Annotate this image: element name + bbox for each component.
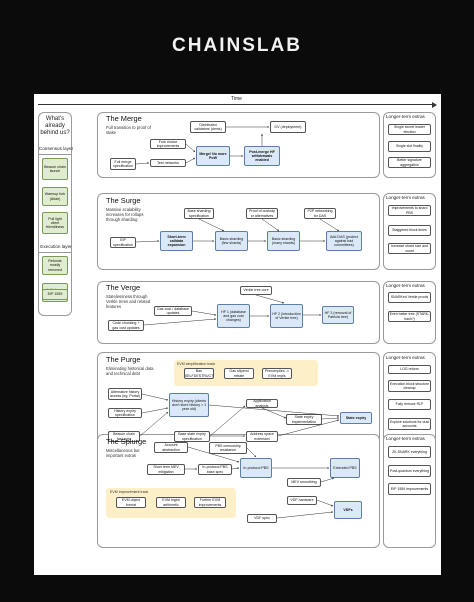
splurge-extra-zk: ZK-SNARK everything (388, 446, 431, 458)
verge-verkle-core: Verkle tree core (240, 286, 272, 295)
verge-subtitle: Statelessness through Verkle trees and r… (106, 294, 151, 310)
splurge-vdfs: VDFs (334, 501, 362, 519)
splurge-vdf-hardware: VDF hardware (287, 496, 317, 505)
surge-extra-staggered: Staggered block times (388, 225, 431, 236)
history-eip1559-box: EIP 1559 (42, 289, 68, 300)
merge-panel (97, 112, 380, 178)
purge-evm-track-title: EVM simplification track (177, 362, 216, 366)
splurge-mev-smoothing: MEV smoothing (287, 478, 321, 487)
splurge-in-protocol-pbs: In-protocol PBS (240, 458, 272, 478)
splurge-title: The Splurge (106, 437, 147, 446)
merge-full-spec: Full merge specification (110, 158, 136, 170)
verge-extra-stark: Even better tree (STARK-hash?) (388, 311, 431, 322)
merge-title: The Merge (106, 114, 142, 123)
time-arrow (38, 104, 434, 105)
history-altair: Warmup fork (Altair) (42, 187, 68, 206)
purge-ban-selfdestruct: Ban SELFDESTRUCT (184, 368, 214, 379)
verge-hf1: HF 1 (database and gas cost changes) (217, 304, 250, 328)
splurge-subtitle: Miscellaneous but important extras (106, 448, 140, 459)
divider (38, 252, 72, 253)
splurge-further-evm: Further EVM improvements (194, 497, 226, 508)
surge-extra-pbs: Improvements to shard PBS (388, 205, 431, 216)
purge-extras-title: Longer-term extras (386, 355, 425, 360)
roadmap-diagram: Time What's already behind us? Consensus… (34, 94, 441, 575)
dependency-arrows (135, 126, 340, 519)
time-arrow-head (432, 101, 437, 108)
purge-title: The Purge (106, 355, 141, 364)
purge-alt-history: Alternative history access (eg. Portal) (108, 388, 142, 400)
execution-layer-title: Execution layer (40, 244, 72, 249)
merge-extra-ssf: Single slot finality (388, 141, 431, 152)
verge-extra-snark: SNARKed Verkle proofs (388, 292, 431, 303)
surge-basic-many: Basic sharding (many shards) (267, 231, 300, 251)
purge-state-impl: State expiry implementation (286, 414, 322, 425)
verge-hf2: HF 2 (introduction of Verkle tree) (270, 304, 303, 328)
splurge-evm-bigint: EVM bigint arithmetic (156, 497, 186, 508)
surge-proof-custody: Proof of custody or alternatives (246, 208, 278, 219)
verge-extras-title: Longer-term extras (386, 283, 425, 288)
merge-post-merge-hf: Post-merge HF withdrawals enabled (244, 146, 280, 166)
history-beacon-chain: Beacon chain launch (42, 158, 68, 180)
history-title: What's already behind us? (40, 116, 70, 136)
history-refunds: Refunds mostly removed (42, 256, 68, 275)
surge-add-das: Add DAS (protect against bad committees) (326, 231, 362, 251)
splurge-evm-track-title: EVM improvement track (110, 490, 149, 494)
surge-eip-spec: EIP specification (110, 237, 136, 248)
splurge-vdf-spec: VDF spec (247, 514, 277, 523)
splurge-pbs-censorship: PBS censorship resistance (209, 442, 247, 454)
splurge-extended-pbs: Extended PBS (330, 458, 360, 478)
history-light-client: Pull light client friendliness (42, 212, 68, 234)
surge-basic-few: Basic sharding (few shards) (215, 231, 248, 251)
splurge-pbs-base: In-protocol PBS base spec (198, 464, 232, 475)
purge-beacon-sync: Beacon chain fast sync (108, 431, 140, 442)
purge-gas-stipend: Gas stipend rebate (224, 368, 254, 379)
merge-test-networks: Test networks (150, 159, 186, 167)
consensus-layer-title: Consensus layer (38, 146, 74, 151)
purge-extra-rlp: Fully remove RLP (388, 399, 431, 410)
splurge-short-mev: Short term MEV mitigation (147, 464, 185, 475)
time-label: Time (231, 96, 242, 102)
brand-logo: CHAINSLAB (172, 35, 302, 56)
purge-subtitle: Eliminating historical data and technica… (106, 366, 154, 377)
verge-code-chunking: Code chunking + gas cost updates (108, 320, 144, 331)
surge-subtitle: Massive scalability increases for rollup… (106, 207, 144, 223)
splurge-extra-eip1559: EIP 1559 improvements (388, 483, 431, 495)
splurge-extras-title: Longer-term extras (386, 436, 425, 441)
purge-app-analysis: Application analysis (246, 399, 278, 408)
surge-extra-shard-size: Increase shard size and count (388, 243, 431, 254)
merge-extra-ssle: Single secret leader election (388, 124, 431, 135)
surge-title: The Surge (106, 196, 141, 205)
verge-title: The Verge (106, 283, 141, 292)
purge-precompiles: Precompiles -> EVM impls (262, 368, 292, 379)
purge-state-expiry: State expiry (340, 412, 372, 424)
merge-dv-deployment: DV (deployment) (270, 121, 306, 133)
purge-extra-block-structure: Execution block structure cleanup (388, 380, 431, 392)
merge-subtitle: Full transition to proof of stake (106, 125, 151, 136)
surge-base-spec: Base sharding specification (184, 208, 214, 219)
merge-distributed-validators: Distributed validators (dvms) (190, 121, 226, 133)
purge-extra-dust: Explore solutions for dust accounts (388, 418, 431, 430)
verge-gas-updates: Gas cost / database updates (154, 306, 192, 316)
surge-calldata: Short-term calldata expansion (160, 231, 193, 251)
splurge-extra-pq: Post-quantum everything (388, 465, 431, 477)
purge-extra-log: LOG reform (388, 365, 431, 374)
purge-state-spec: Base state expiry specification (174, 431, 210, 442)
purge-history-spec: History expiry specification (108, 408, 142, 418)
verge-hf3: HF 3 (removal of Patricia tree) (322, 306, 354, 324)
splurge-evm-object: EVM object format (116, 497, 146, 508)
divider (38, 154, 72, 155)
surge-extras-title: Longer-term extras (386, 195, 425, 200)
merge-extra-sig: Better signature aggregation (388, 157, 431, 168)
merge-extras-title: Longer-term extras (386, 114, 425, 119)
splurge-account-abstraction: Account abstraction (154, 442, 188, 453)
surge-p2p: P2P networking for DAS (304, 208, 336, 219)
merge-milestone: Merge! No more PoW (196, 146, 230, 166)
purge-history-expiry: History expiry (clients don't store hist… (169, 393, 209, 417)
purge-address-ext: Address space extension (246, 431, 278, 442)
merge-fork-choice: Fork choice improvements (150, 139, 186, 149)
